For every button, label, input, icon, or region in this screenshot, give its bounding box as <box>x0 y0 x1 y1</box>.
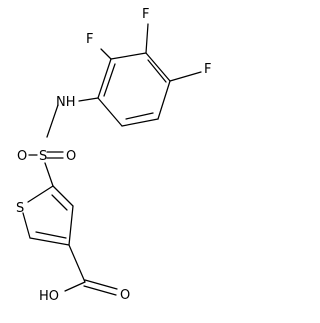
hydroxyl-label: HO <box>39 289 59 304</box>
bond <box>97 58 112 99</box>
bond <box>84 279 118 290</box>
bond <box>52 185 74 207</box>
fluorine-label-right: F <box>204 62 211 77</box>
thiophene-sulfur-label: S <box>16 201 24 216</box>
fluorine-label-middle: F <box>142 7 149 22</box>
bond-lines <box>22 23 202 296</box>
bond <box>68 205 74 246</box>
fluorine-label-upper: F <box>86 32 93 47</box>
bond <box>64 281 86 292</box>
molecule-structure: F F F NH S O O S HO O <box>16 7 211 304</box>
sulfonyl-sulfur-label: S <box>39 149 47 164</box>
bond <box>145 52 171 82</box>
bond <box>27 185 54 203</box>
bond <box>103 63 116 97</box>
carbonyl-oxygen-label: O <box>120 288 130 303</box>
sulfonyl-oxygen-left-label: O <box>17 149 27 164</box>
bond <box>35 231 67 239</box>
bond <box>121 118 159 127</box>
bond <box>51 194 68 211</box>
bond <box>110 52 147 60</box>
amine-label: NH <box>56 95 76 110</box>
bond <box>44 162 54 187</box>
bond <box>83 285 117 296</box>
bond <box>145 23 149 54</box>
bond <box>29 237 70 246</box>
bond <box>147 59 167 83</box>
bond <box>169 71 202 82</box>
bond <box>100 48 112 60</box>
bond <box>68 244 86 283</box>
bond <box>78 97 99 102</box>
bond <box>125 112 154 120</box>
sulfonyl-oxygen-right-label: O <box>66 149 76 164</box>
atom-labels: F F F NH S O O S HO O <box>16 7 211 304</box>
bond <box>97 97 123 127</box>
bond <box>22 212 31 239</box>
bond <box>46 104 59 138</box>
bond <box>157 80 171 120</box>
